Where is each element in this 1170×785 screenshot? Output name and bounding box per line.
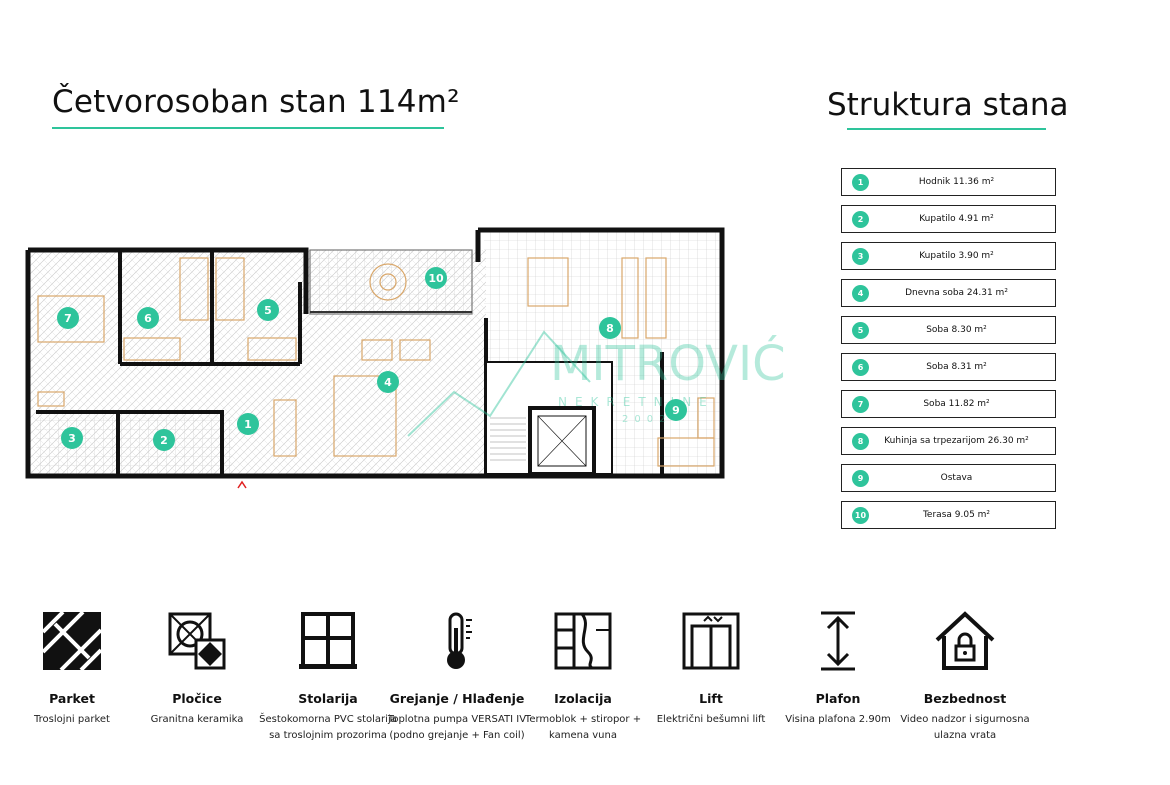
room-marker: 4 — [384, 376, 392, 389]
list-item: 10 Terasa 9.05 m² — [841, 501, 1056, 529]
room-number-badge: 8 — [852, 433, 869, 450]
feature-title: Stolarija — [298, 691, 358, 706]
room-marker: 10 — [428, 272, 444, 285]
room-structure-list: 1 Hodnik 11.36 m² 2 Kupatilo 4.91 m² 3 Kupa… — [841, 168, 1056, 538]
room-label: Soba 11.82 m² — [923, 399, 990, 409]
window-icon — [297, 610, 359, 672]
feature-description: Toplotna pumpa VERSATI IV (podno grejanj… — [387, 714, 527, 741]
room-number-badge: 7 — [852, 396, 869, 413]
room-label: Soba 8.31 m² — [926, 362, 987, 372]
feature-parquet: Parket Troslojni parket — [2, 610, 142, 728]
structure-title: Struktura stana — [827, 87, 1069, 123]
feature-title: Plafon — [815, 691, 861, 706]
security-house-icon — [934, 610, 996, 672]
watermark-logo: MITROVIĆ — [550, 335, 786, 392]
feature-lift: Lift Električni bešumni lift — [641, 610, 781, 728]
tiles-icon — [166, 610, 228, 672]
room-number-badge: 2 — [852, 211, 869, 228]
feature-title: Grejanje / Hlađenje — [389, 691, 525, 706]
room-marker: 1 — [244, 418, 252, 431]
room-marker: 6 — [144, 312, 152, 325]
feature-ceiling: Plafon Visina plafona 2.90m — [768, 610, 908, 728]
feature-title: Parket — [49, 691, 95, 706]
room-label: Terasa 9.05 m² — [922, 510, 991, 520]
feature-heating: Grejanje / Hlađenje Toplotna pumpa VERSA… — [387, 610, 527, 744]
room-marker: 5 — [264, 304, 272, 317]
parquet-icon — [41, 610, 103, 672]
feature-description: Termoblok + stiropor + kamena vuna — [524, 714, 642, 741]
room-label: Hodnik 11.36 m² — [918, 177, 995, 187]
structure-title-underline — [847, 128, 1046, 130]
feature-title: Lift — [699, 691, 723, 706]
feature-security: Bezbednost Video nadzor i sigurnosna ula… — [895, 610, 1035, 744]
feature-description: Troslojni parket — [34, 714, 110, 725]
insulation-icon — [552, 610, 614, 672]
list-item: 8 Kuhinja sa trpezarijom 26.30 m² — [841, 427, 1056, 455]
page-title: Četvorosoban stan 114m² — [52, 84, 460, 120]
entrance-arrow-icon — [237, 480, 247, 489]
list-item: 9 Ostava — [841, 464, 1056, 492]
feature-description: Visina plafona 2.90m — [785, 714, 891, 725]
room-label: Kupatilo 3.90 m² — [919, 251, 994, 261]
feature-description: Video nadzor i sigurnosna ulazna vrata — [900, 714, 1030, 741]
room-label: Soba 8.30 m² — [926, 325, 987, 335]
list-item: 4 Dnevna soba 24.31 m² — [841, 279, 1056, 307]
room-marker: 2 — [160, 434, 168, 447]
list-item: 5 Soba 8.30 m² — [841, 316, 1056, 344]
feature-description: Granitna keramika — [150, 714, 244, 725]
features-row: Parket Troslojni parket Pločice Granitna… — [0, 610, 1170, 780]
room-marker: 3 — [68, 432, 76, 445]
feature-title: Bezbednost — [923, 691, 1007, 706]
room-number-badge: 4 — [852, 285, 869, 302]
room-number-badge: 6 — [852, 359, 869, 376]
feature-windows: Stolarija Šestokomorna PVC stolarija sa … — [258, 610, 398, 744]
feature-description: Električni bešumni lift — [656, 714, 766, 725]
feature-insulation: Izolacija Termoblok + stiropor + kamena … — [513, 610, 653, 744]
list-item: 7 Soba 11.82 m² — [841, 390, 1056, 418]
feature-title: Pločice — [172, 691, 222, 706]
ceiling-height-icon — [807, 610, 869, 672]
room-label: Dnevna soba 24.31 m² — [905, 288, 1008, 298]
room-marker: 9 — [672, 404, 680, 417]
list-item: 2 Kupatilo 4.91 m² — [841, 205, 1056, 233]
list-item: 3 Kupatilo 3.90 m² — [841, 242, 1056, 270]
room-number-badge: 3 — [852, 248, 869, 265]
room-number-badge: 9 — [852, 470, 869, 487]
watermark-year: 2002 — [622, 414, 671, 425]
room-marker: 7 — [64, 312, 72, 325]
room-label: Kupatilo 4.91 m² — [919, 214, 994, 224]
list-item: 6 Soba 8.31 m² — [841, 353, 1056, 381]
page-title-underline — [52, 127, 444, 129]
room-marker: 8 — [606, 322, 614, 335]
room-number-badge: 1 — [852, 174, 869, 191]
thermometer-icon — [426, 610, 488, 672]
elevator-icon — [680, 610, 742, 672]
room-number-badge: 5 — [852, 322, 869, 339]
room-label: Ostava — [940, 473, 973, 483]
feature-tiles: Pločice Granitna keramika — [127, 610, 267, 728]
watermark-subtitle: NEKRETNINE — [558, 395, 715, 409]
list-item: 1 Hodnik 11.36 m² — [841, 168, 1056, 196]
floor-plan: MITROVIĆ NEKRETNINE 2002 1 2 3 4 5 6 7 8… — [22, 222, 792, 498]
feature-title: Izolacija — [554, 691, 612, 706]
feature-description: Šestokomorna PVC stolarija sa troslojnim… — [259, 714, 397, 741]
room-label: Kuhinja sa trpezarijom 26.30 m² — [884, 436, 1029, 446]
room-number-badge: 10 — [852, 507, 869, 524]
